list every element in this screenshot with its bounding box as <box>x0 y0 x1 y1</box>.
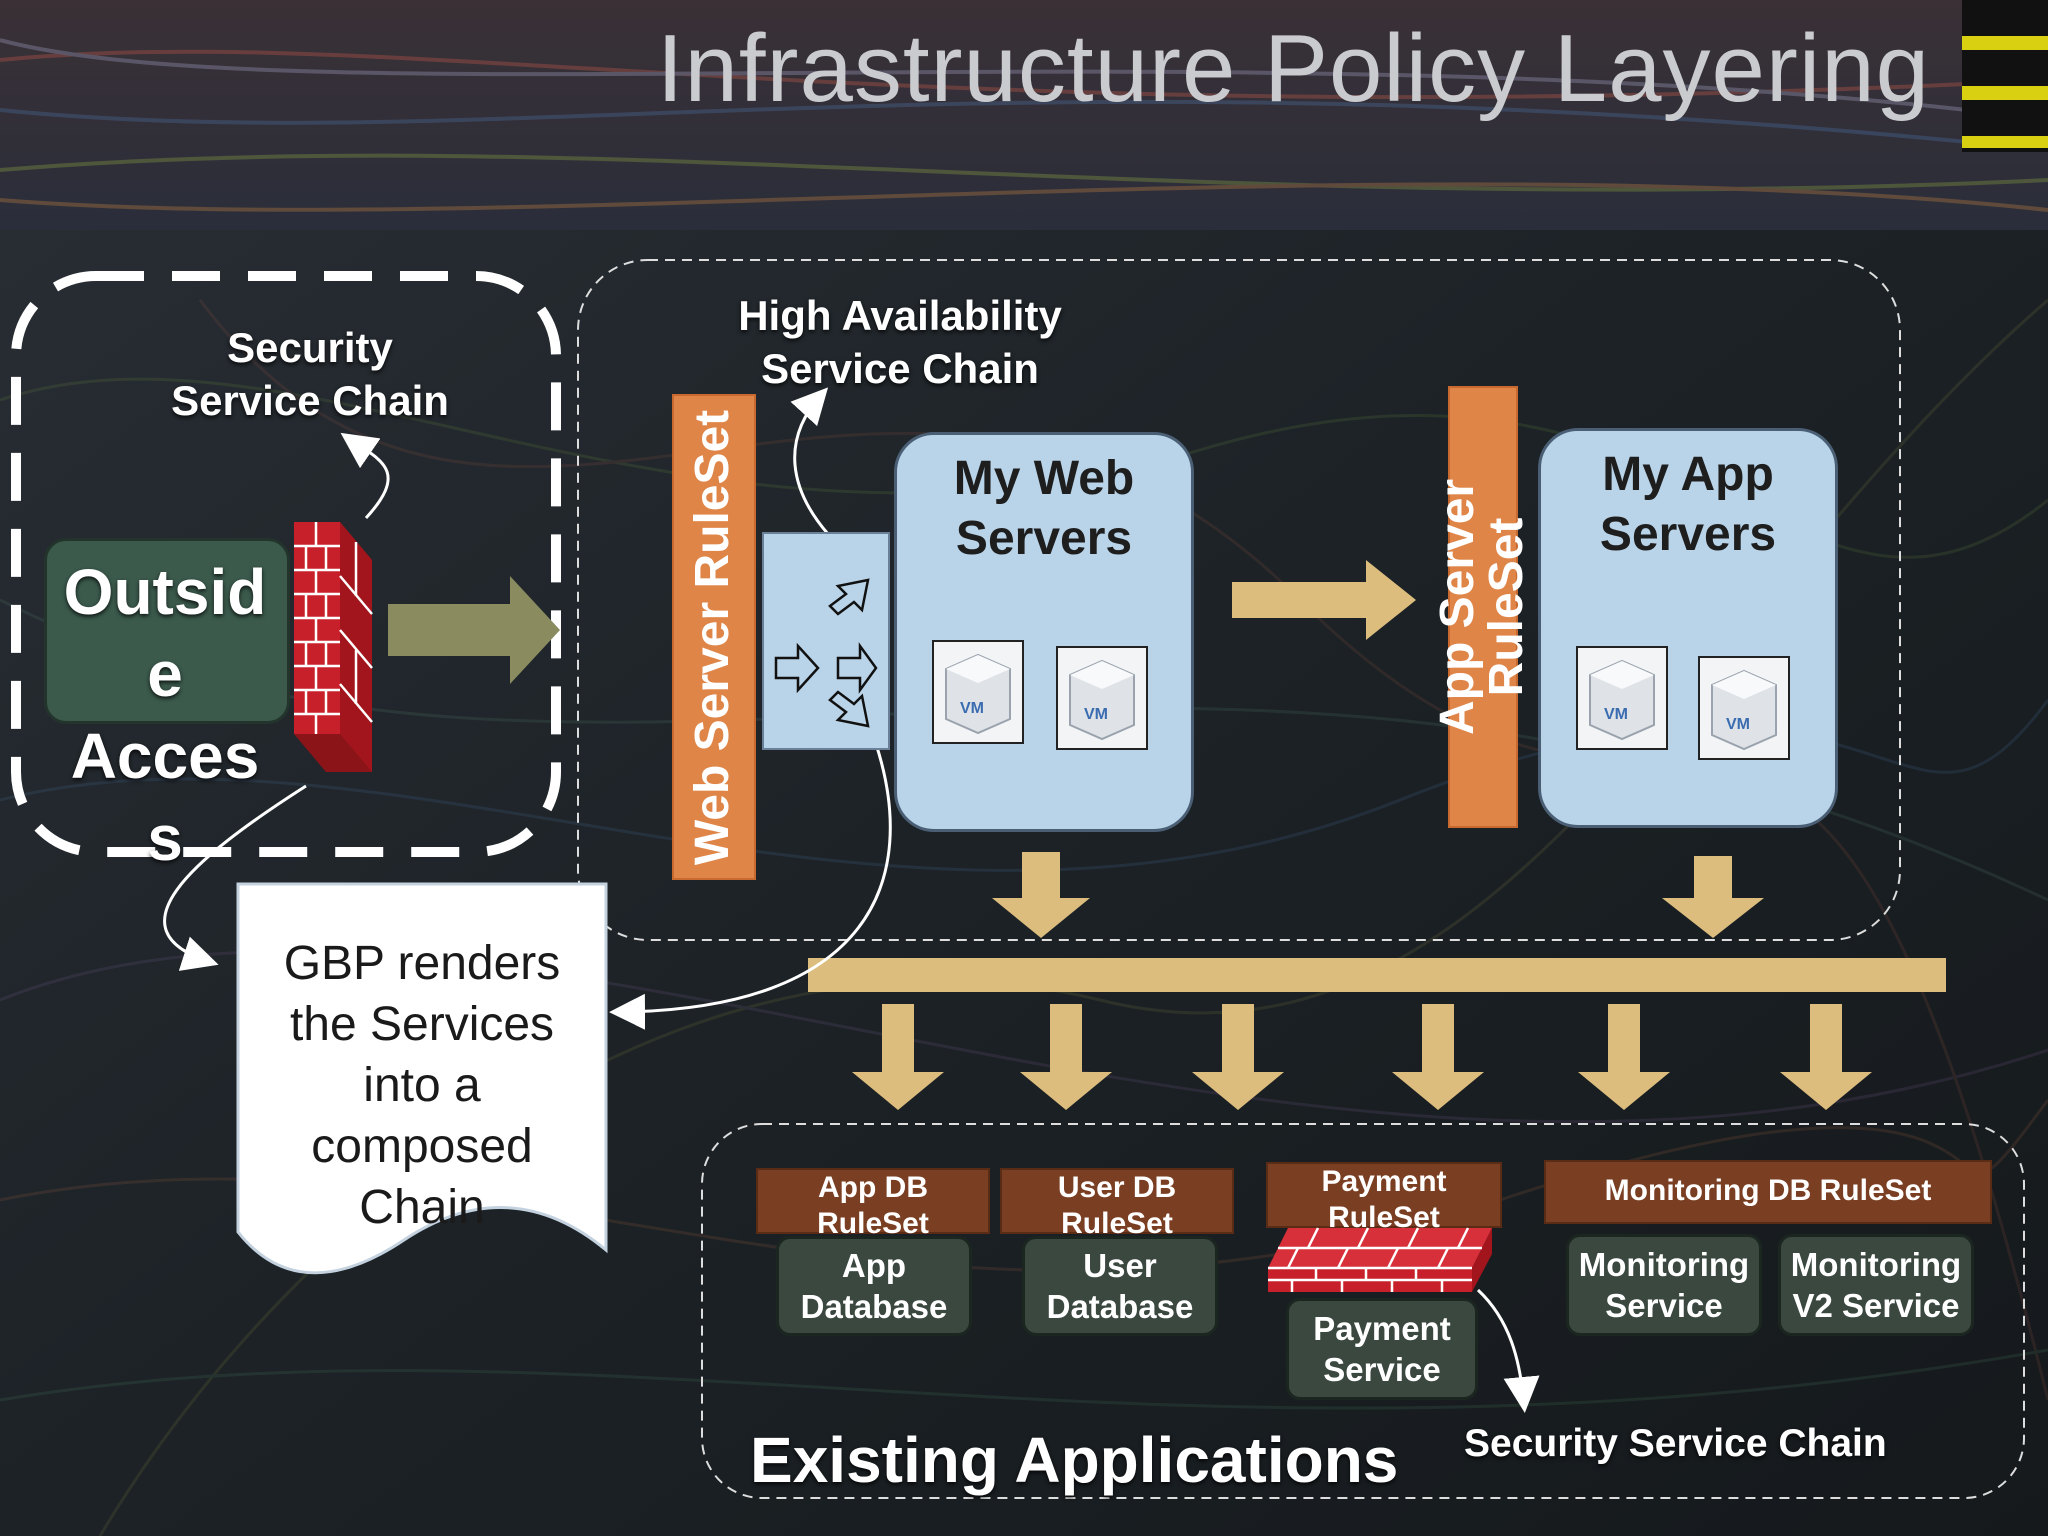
firewall-icon <box>294 522 373 772</box>
web-servers-label: My Web Servers <box>953 452 1135 565</box>
existing-applications-label: Existing Applications <box>750 1424 1399 1496</box>
load-balancer-icon <box>774 578 878 728</box>
outside-to-web-arrow <box>388 576 560 684</box>
security-chain-connector <box>340 432 390 520</box>
payment-ruleset[interactable]: Payment RuleSet <box>1266 1162 1502 1234</box>
vm-icon: VM <box>932 640 1024 744</box>
payment-chain-connector <box>1476 1288 1540 1413</box>
app-server-ruleset-label: App Server RuleSet <box>1431 478 1534 736</box>
gbp-note-shape <box>236 882 608 1275</box>
app-database[interactable]: App Database <box>776 1236 972 1336</box>
web-app-tier-boundary <box>577 259 1901 941</box>
svg-text:VM: VM <box>1604 706 1628 723</box>
outside-access-boundary <box>11 271 561 857</box>
user-database[interactable]: User Database <box>1022 1236 1218 1336</box>
bus-arrow-3 <box>1192 1004 1284 1110</box>
outside-access-label: Outsid e Acces s <box>63 556 267 874</box>
web-server-ruleset[interactable]: Web Server RuleSet <box>672 394 756 880</box>
user-db-ruleset[interactable]: User DB RuleSet <box>1000 1168 1234 1240</box>
bus-arrow-6 <box>1780 1004 1872 1110</box>
monitoring-v2-service[interactable]: Monitoring V2 Service <box>1778 1234 1974 1336</box>
gbp-connector-right <box>609 743 892 1030</box>
services-bus <box>808 958 1946 992</box>
ha-chain-label: High Availability Service Chain <box>738 292 1062 392</box>
monitoring-service[interactable]: Monitoring Service <box>1566 1234 1762 1336</box>
vm-icon: VM <box>1056 646 1148 750</box>
monitoring-db-ruleset[interactable]: Monitoring DB RuleSet <box>1544 1160 1992 1224</box>
vm-icon: VM <box>1698 656 1790 760</box>
security-chain-label: Security Service Chain <box>171 324 449 424</box>
payment-firewall-icon <box>1268 1227 1492 1292</box>
svg-text:VM: VM <box>960 700 984 717</box>
payment-service[interactable]: Payment Service <box>1286 1298 1478 1400</box>
security-chain-bottom-label: Security Service Chain <box>1464 1422 1887 1465</box>
app-servers-label: My App Servers <box>1599 448 1777 561</box>
outside-access-box[interactable] <box>44 538 290 724</box>
app-down-arrow <box>1662 856 1764 938</box>
slide-title: Infrastructure Policy Layering <box>656 15 1930 122</box>
web-down-arrow <box>992 852 1090 938</box>
web-to-app-arrow <box>1232 560 1416 640</box>
svg-text:VM: VM <box>1726 716 1750 733</box>
app-server-ruleset[interactable]: App Server RuleSet <box>1431 386 1533 828</box>
app-db-ruleset[interactable]: App DB RuleSet <box>756 1168 990 1240</box>
ha-load-balancer[interactable] <box>762 532 890 750</box>
vm-icon: VM <box>1576 646 1668 750</box>
bus-arrow-2 <box>1020 1004 1112 1110</box>
web-servers-box[interactable]: My Web Servers <box>894 432 1194 832</box>
ha-chain-connector <box>790 387 830 535</box>
existing-apps-boundary <box>701 1123 2025 1499</box>
gbp-note-text: GBP renders the Services into a composed… <box>283 937 561 1234</box>
gbp-connector-left <box>163 784 307 971</box>
bus-arrow-5 <box>1578 1004 1670 1110</box>
web-server-ruleset-label: Web Server RuleSet <box>686 409 740 865</box>
bus-arrow-4 <box>1392 1004 1484 1110</box>
bus-arrow-1 <box>852 1004 944 1110</box>
svg-text:VM: VM <box>1084 706 1108 723</box>
app-servers-box[interactable]: My App Servers <box>1538 428 1838 828</box>
